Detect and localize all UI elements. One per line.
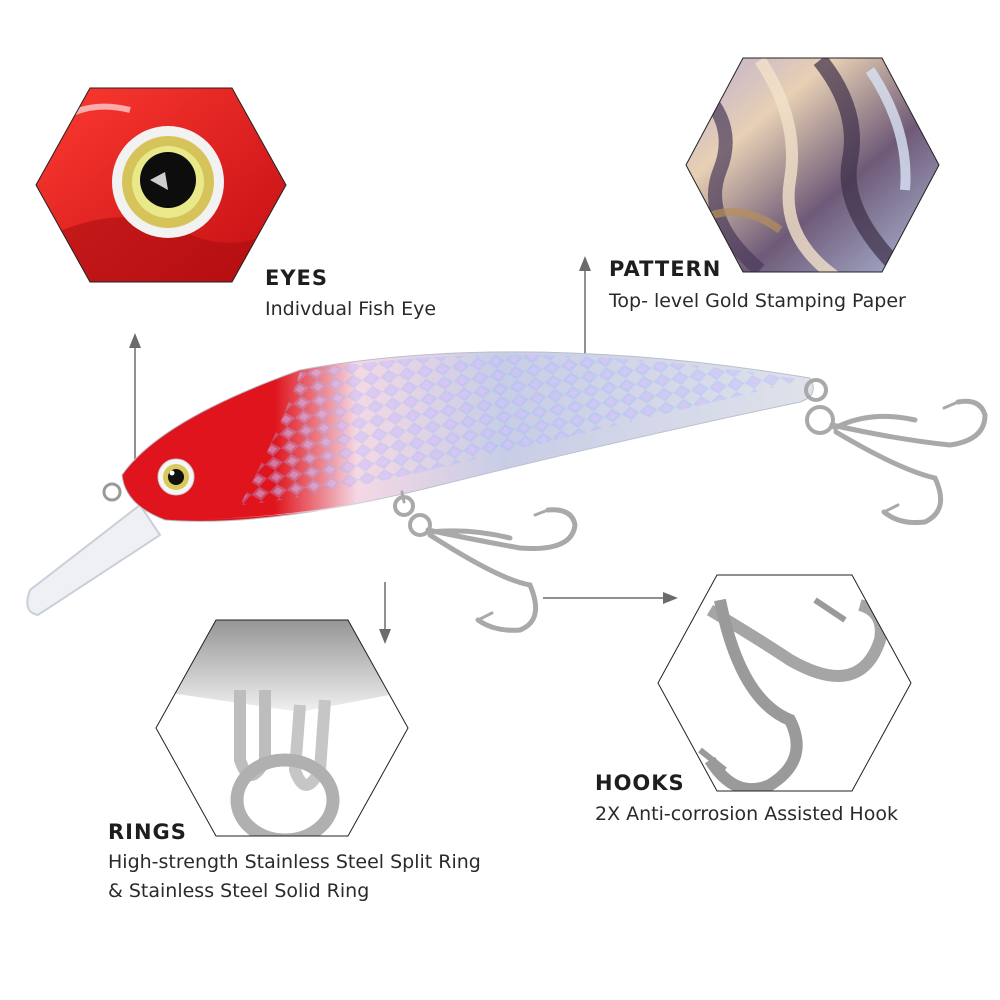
- hooks-description: 2X Anti-corrosion Assisted Hook: [595, 803, 898, 825]
- lure-diving-lip: [26, 503, 162, 617]
- rings-closeup-hexagon: [155, 619, 409, 837]
- pattern-description: Top- level Gold Stamping Paper: [609, 290, 906, 312]
- rings-description-line-1: High-strength Stainless Steel Split Ring: [108, 851, 481, 873]
- hooks-pointer-arrow: [543, 592, 678, 604]
- pattern-title: PATTERN: [609, 257, 722, 281]
- belly-treble-hook: [393, 490, 578, 633]
- eyes-description: Indivdual Fish Eye: [265, 298, 437, 320]
- hooks-closeup-hexagon: [657, 574, 912, 792]
- hooks-title: HOOKS: [595, 771, 685, 795]
- eye-closeup-hexagon: [35, 87, 287, 283]
- rings-description-line-2: & Stainless Steel Solid Ring: [108, 880, 370, 902]
- rings-pointer-arrow: [379, 582, 391, 644]
- lure-eye: [157, 458, 195, 496]
- rings-title: RINGS: [108, 820, 187, 844]
- eyes-pointer-arrow: [129, 333, 141, 470]
- lure-nose-ring: [102, 482, 122, 502]
- fishing-lure: [26, 351, 988, 633]
- pointer-arrows: [129, 256, 678, 644]
- tail-treble-hook: [804, 378, 988, 525]
- pattern-closeup-hexagon: [685, 57, 940, 273]
- eyes-title: EYES: [265, 266, 329, 290]
